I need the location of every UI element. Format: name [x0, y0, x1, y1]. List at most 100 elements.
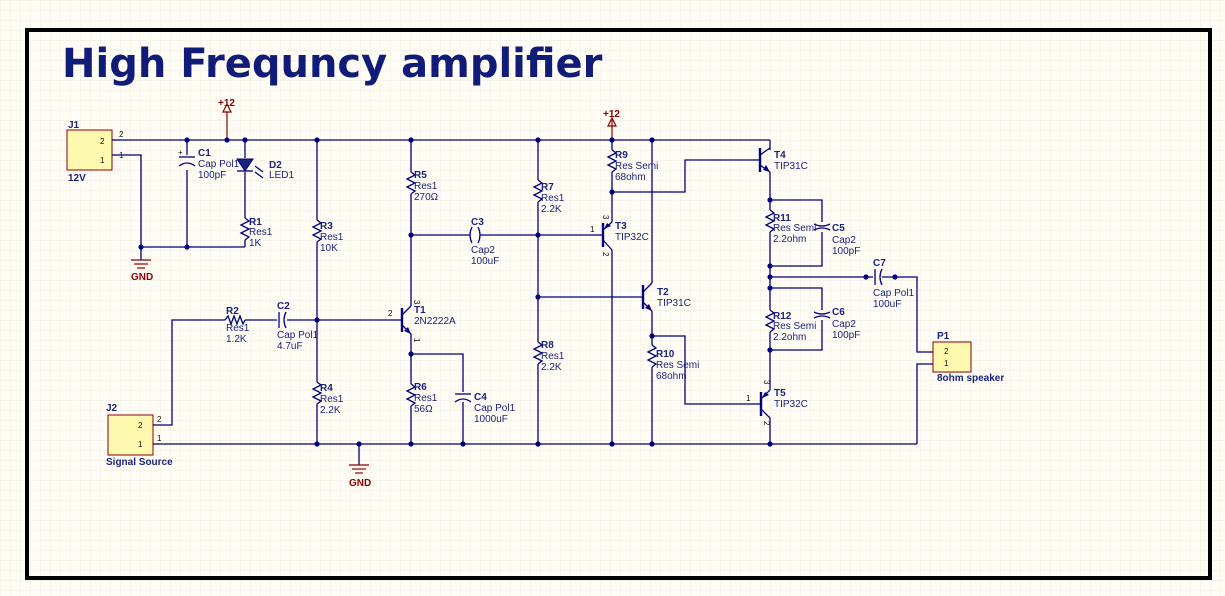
gnd-symbol-2: GND — [349, 464, 371, 489]
resistor-r10: R10 Res Semi 68ohm — [646, 344, 699, 382]
connector-p1: 2 1 P1 8ohm speaker — [932, 331, 1004, 384]
sheet-frame — [25, 28, 1212, 580]
svg-text:270Ω: 270Ω — [414, 192, 439, 203]
resistor-r6: R6 Res1 56Ω — [405, 382, 438, 415]
svg-text:Cap Pol1: Cap Pol1 — [277, 330, 319, 341]
svg-text:C5: C5 — [832, 223, 845, 234]
svg-text:Res Semi: Res Semi — [773, 223, 816, 234]
svg-text:2: 2 — [944, 347, 949, 356]
svg-text:8ohm speaker: 8ohm speaker — [937, 373, 1004, 384]
svg-text:+: + — [178, 148, 183, 157]
capacitor-c2: C2 Cap Pol1 4.7uF — [277, 301, 319, 352]
svg-text:2: 2 — [138, 421, 143, 430]
svg-text:2: 2 — [762, 421, 771, 426]
svg-text:C6: C6 — [832, 307, 845, 318]
svg-text:C7: C7 — [873, 258, 886, 269]
svg-text:1: 1 — [590, 225, 595, 234]
svg-text:3: 3 — [412, 300, 421, 305]
svg-text:GND: GND — [131, 272, 153, 283]
svg-text:D2: D2 — [269, 160, 282, 171]
svg-text:Cap2: Cap2 — [832, 235, 856, 246]
svg-text:3: 3 — [601, 215, 610, 220]
svg-text:100uF: 100uF — [873, 299, 901, 310]
svg-text:Cap Pol1: Cap Pol1 — [873, 288, 915, 299]
led-d2: D2 LED1 — [236, 158, 294, 181]
svg-text:Res1: Res1 — [320, 232, 344, 243]
svg-text:TIP31C: TIP31C — [657, 298, 691, 309]
svg-text:C1: C1 — [198, 148, 211, 159]
svg-text:10K: 10K — [320, 243, 338, 254]
vcc-symbol-1: +12 — [218, 98, 235, 113]
capacitor-c6: C6 Cap2 100pF — [813, 307, 860, 341]
transistor-t3: 1 3 2 T3 TIP32C — [590, 215, 649, 257]
capacitor-c4: C4 Cap Pol1 1000uF — [454, 392, 516, 425]
svg-text:4.7uF: 4.7uF — [277, 341, 303, 352]
svg-text:2: 2 — [157, 415, 162, 424]
svg-text:2: 2 — [119, 130, 124, 139]
resistor-r1: R1 Res1 1K — [239, 217, 273, 249]
svg-text:100pF: 100pF — [832, 246, 860, 257]
svg-text:68ohm: 68ohm — [656, 371, 687, 382]
svg-text:1K: 1K — [249, 238, 262, 249]
svg-text:1.2K: 1.2K — [226, 334, 247, 345]
svg-text:T4: T4 — [774, 150, 786, 161]
svg-text:C4: C4 — [474, 392, 487, 403]
svg-text:Res1: Res1 — [414, 181, 438, 192]
svg-text:1: 1 — [157, 434, 162, 443]
svg-text:1000uF: 1000uF — [474, 414, 508, 425]
svg-text:Cap Pol1: Cap Pol1 — [198, 159, 240, 170]
svg-text:3: 3 — [762, 380, 771, 385]
svg-text:Res Semi: Res Semi — [773, 321, 816, 332]
svg-text:R4: R4 — [320, 383, 333, 394]
svg-text:2.2ohm: 2.2ohm — [773, 332, 806, 343]
svg-text:2.2K: 2.2K — [320, 405, 341, 416]
resistor-r12: R12 Res Semi 2.2ohm — [764, 309, 816, 343]
svg-text:2.2K: 2.2K — [541, 204, 562, 215]
svg-text:100uF: 100uF — [471, 256, 499, 267]
svg-text:+12: +12 — [218, 98, 235, 109]
svg-text:Res1: Res1 — [226, 323, 250, 334]
svg-text:Res1: Res1 — [249, 227, 273, 238]
resistor-r11: R11 Res Semi 2.2ohm — [764, 209, 816, 245]
svg-text:J2: J2 — [106, 403, 118, 414]
resistor-r8: R8 Res1 2.2K — [532, 340, 565, 373]
connector-j2: 2 1 2 1 J2 Signal Source — [106, 403, 173, 468]
svg-text:R7: R7 — [541, 182, 554, 193]
svg-text:R10: R10 — [656, 349, 675, 360]
resistor-r5: R5 Res1 270Ω — [405, 170, 439, 203]
svg-text:TIP31C: TIP31C — [774, 161, 808, 172]
svg-text:J1: J1 — [68, 120, 80, 131]
svg-text:Res Semi: Res Semi — [615, 161, 658, 172]
capacitor-c5: C5 Cap2 100pF — [813, 223, 860, 257]
transistor-t2: T2 TIP31C — [641, 282, 691, 312]
svg-text:R9: R9 — [615, 150, 628, 161]
svg-text:2.2K: 2.2K — [541, 362, 562, 373]
svg-text:TIP32C: TIP32C — [774, 399, 808, 410]
svg-text:R3: R3 — [320, 221, 333, 232]
svg-text:2: 2 — [601, 252, 610, 257]
svg-text:56Ω: 56Ω — [414, 404, 433, 415]
svg-text:+12: +12 — [603, 109, 620, 120]
resistor-r2: R2 Res1 1.2K — [224, 306, 250, 345]
resistor-r4: R4 Res1 2.2K — [311, 381, 344, 416]
svg-text:1: 1 — [138, 440, 143, 449]
svg-text:Res1: Res1 — [414, 393, 438, 404]
svg-text:Res Semi: Res Semi — [656, 360, 699, 371]
svg-text:R1: R1 — [249, 217, 262, 228]
svg-text:2: 2 — [100, 137, 105, 146]
transistor-t1: 2 3 1 T1 2N2222A — [388, 300, 456, 343]
svg-text:2.2ohm: 2.2ohm — [773, 234, 806, 245]
schematic-title: High Frequncy amplifier — [62, 41, 603, 87]
svg-text:Res1: Res1 — [320, 394, 344, 405]
svg-text:R5: R5 — [414, 170, 427, 181]
svg-text:12V: 12V — [68, 173, 86, 184]
svg-text:P1: P1 — [937, 331, 950, 342]
svg-text:R11: R11 — [773, 213, 791, 224]
svg-text:1: 1 — [100, 156, 105, 165]
svg-text:TIP32C: TIP32C — [615, 232, 649, 243]
svg-text:1: 1 — [944, 359, 949, 368]
svg-text:Cap2: Cap2 — [832, 319, 856, 330]
resistor-r9: R9 Res Semi 68ohm — [606, 149, 658, 183]
